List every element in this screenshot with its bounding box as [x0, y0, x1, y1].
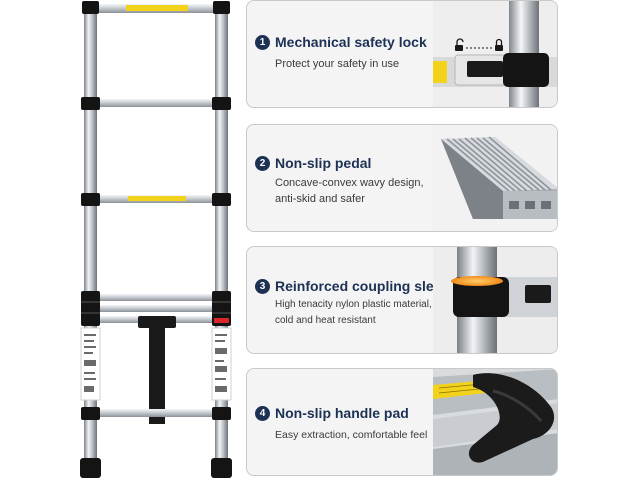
- feature-title: Reinforced coupling sleeve: [275, 278, 458, 294]
- handle-pad-photo: [433, 369, 557, 475]
- safety-lock-photo: [433, 1, 557, 107]
- locked-padlock-icon: [495, 38, 503, 51]
- rung-sleeve: [212, 407, 231, 420]
- feature-number-badge: 1: [255, 34, 270, 50]
- feature-description: Protect your safety in use: [275, 58, 400, 70]
- instruction-label: [211, 327, 232, 401]
- non-slip-pedal-photo: [433, 125, 557, 231]
- feature-title: Non-slip pedal: [275, 155, 372, 171]
- feature-card-safety-lock: 1 Mechanical safety lock Protect your sa…: [246, 0, 558, 108]
- feature-description: High tenacity nylon plastic material, co…: [275, 299, 432, 326]
- right-pole: [215, 6, 228, 472]
- rubber-foot: [211, 458, 232, 478]
- ladder-rung: [95, 409, 217, 417]
- rung-sleeve: [212, 97, 231, 110]
- feature-card-non-slip-pedal: 2 Non-slip pedal Concave-convex wavy des…: [246, 124, 558, 232]
- ladder-rung: [95, 294, 217, 301]
- rung-sleeve: [81, 407, 100, 420]
- rung-sleeve: [81, 97, 100, 110]
- rubber-foot: [80, 458, 101, 478]
- rung-sleeve: [212, 193, 231, 206]
- top-end-cap: [82, 1, 99, 14]
- feature-title: Non-slip handle pad: [275, 405, 409, 421]
- carry-strap: [138, 316, 176, 328]
- carry-strap: [149, 326, 165, 424]
- rung-sleeve: [81, 291, 100, 326]
- coupling-sleeve-photo: [433, 247, 557, 353]
- rung-warning-label: [128, 196, 186, 201]
- rung-sleeve: [212, 291, 231, 326]
- feature-number-badge: 3: [255, 278, 270, 294]
- red-release-button: [214, 318, 229, 323]
- telescopic-ladder-image: [80, 1, 232, 478]
- feature-card-handle-pad: 4 Non-slip handle pad Easy extraction, c…: [246, 368, 558, 476]
- feature-description: Concave-convex wavy design, anti-skid an…: [275, 177, 424, 205]
- ladder-rung: [95, 99, 217, 107]
- rung-sleeve: [81, 193, 100, 206]
- unlocked-padlock-icon: [455, 38, 464, 51]
- feature-number-badge: 4: [255, 405, 270, 421]
- feature-description: Easy extraction, comfortable feel: [275, 429, 428, 441]
- rung-warning-label: [126, 5, 188, 11]
- feature-title: Mechanical safety lock: [275, 34, 427, 50]
- top-end-cap: [213, 1, 230, 14]
- feature-number-badge: 2: [255, 155, 270, 171]
- ladder-rung: [95, 305, 217, 312]
- feature-card-coupling-sleeve: 3 Reinforced coupling sleeve High tenaci…: [246, 246, 558, 354]
- left-pole: [84, 6, 97, 472]
